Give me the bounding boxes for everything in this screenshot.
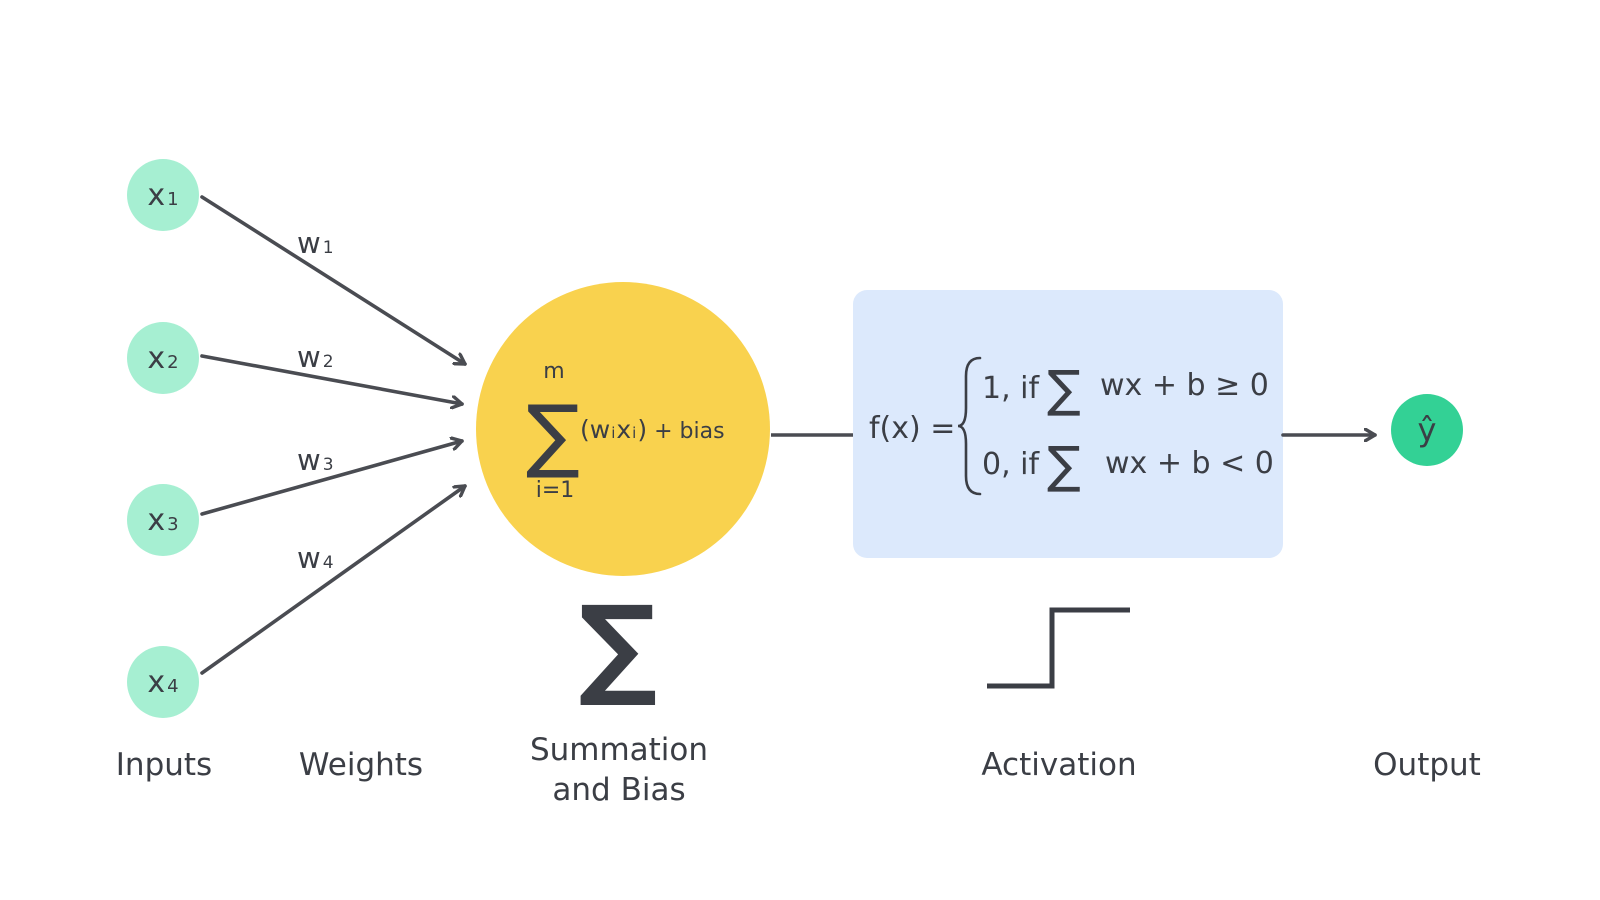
- summation-expression: (wixi) + bias: [580, 415, 725, 444]
- activation-case2-expr: wx + b < 0: [1105, 446, 1274, 481]
- summation-node: m ∑ i=1 (wixi) + bias: [476, 282, 770, 576]
- edge-x4: [200, 484, 467, 675]
- input-label: x: [147, 178, 165, 213]
- edge-x1: [200, 195, 467, 366]
- caption-output: Output: [1373, 747, 1481, 783]
- edge-x2: [200, 354, 464, 404]
- edge-x3: [200, 441, 464, 516]
- summation-upper-limit: m: [543, 359, 564, 384]
- input-subscript: 3: [167, 514, 178, 535]
- weighted-edges: [200, 195, 467, 675]
- summation-sigma: ∑: [526, 388, 580, 481]
- activation-lhs: f(x) =: [869, 411, 955, 446]
- input-label: x: [147, 665, 165, 700]
- caption-summation: Summation and Bias: [514, 730, 724, 810]
- svg-text:x4: x4: [147, 665, 178, 700]
- sigma-icon: ∑: [579, 582, 658, 710]
- output-node: ŷ: [1391, 394, 1463, 466]
- activation-box: f(x) = 1, if ∑ wx + b ≥ 0 0, if ∑ wx + b…: [853, 290, 1283, 558]
- caption-summation-line1: Summation: [529, 732, 709, 768]
- piecewise-brace: [957, 356, 982, 496]
- activation-case1-sigma: ∑: [1047, 360, 1081, 418]
- activation-case1-expr: wx + b ≥ 0: [1100, 368, 1269, 403]
- summation-lower-limit: i=1: [536, 478, 575, 503]
- input-label: x: [147, 341, 165, 376]
- svg-text:x1: x1: [147, 178, 178, 213]
- activation-case2-prefix: 0, if: [982, 447, 1040, 482]
- caption-inputs: Inputs: [115, 747, 213, 783]
- input-subscript: 4: [167, 676, 178, 697]
- step-function-icon: [987, 607, 1130, 689]
- output-label: ŷ: [1418, 411, 1437, 449]
- input-subscript: 2: [167, 352, 178, 373]
- input-label: x: [147, 503, 165, 538]
- activation-case2-sigma: ∑: [1047, 436, 1081, 494]
- caption-weights: Weights: [298, 747, 424, 783]
- svg-text:x3: x3: [147, 503, 178, 538]
- caption-activation: Activation: [981, 747, 1137, 783]
- activation-case1-prefix: 1, if: [982, 371, 1040, 406]
- svg-text:x2: x2: [147, 341, 178, 376]
- input-subscript: 1: [167, 189, 178, 210]
- caption-summation-line2: and Bias: [552, 772, 686, 808]
